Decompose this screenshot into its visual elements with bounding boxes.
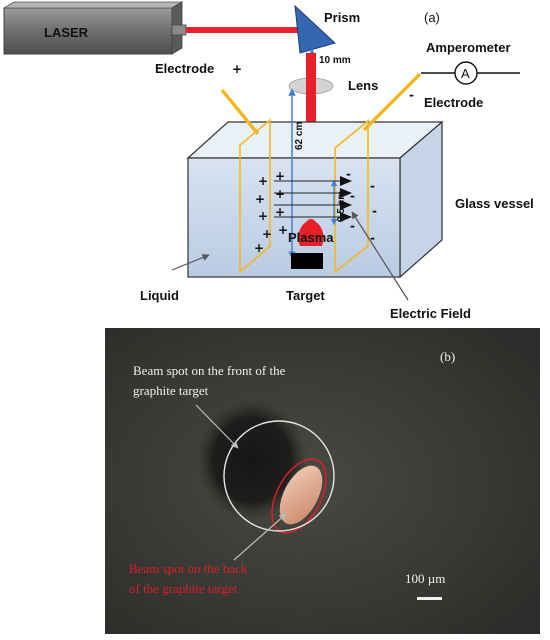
plus-charges: + + + + + + + + + bbox=[254, 169, 288, 255]
electrode-left-label: Electrode bbox=[155, 61, 214, 76]
target-label: Target bbox=[286, 288, 325, 303]
laser: LASER bbox=[2, 1, 187, 55]
plus-charge: + bbox=[258, 209, 268, 223]
panel-b-photo: (b) Beam spot on the front of the graphi… bbox=[105, 328, 540, 634]
glass-vessel-label: Glass vessel bbox=[455, 196, 534, 211]
ammeter-symbol: A bbox=[461, 66, 470, 81]
plus-charge: + bbox=[254, 241, 264, 255]
panel-b-label: (b) bbox=[440, 349, 455, 364]
lens-label: Lens bbox=[348, 78, 378, 93]
minus-charge: - bbox=[350, 189, 355, 203]
plus-charge: + bbox=[278, 223, 288, 237]
electrode-right-sign: - bbox=[409, 88, 414, 102]
minus-charge: - bbox=[350, 219, 355, 233]
laser-nozzle bbox=[171, 24, 187, 36]
micrograph-background bbox=[105, 328, 540, 634]
scale-bar-label: 100 µm bbox=[405, 571, 445, 586]
plus-charge: + bbox=[255, 192, 265, 206]
back-caption-pointer bbox=[233, 513, 287, 561]
dim-10mm-label: 10 mm bbox=[319, 55, 351, 66]
minus-charge: - bbox=[370, 231, 375, 245]
minus-charge: - bbox=[370, 179, 375, 193]
panel-a-diagram: LASER Prism (a) 10 mm Lens A Amperometer bbox=[2, 1, 534, 321]
front-caption-line2: graphite target bbox=[133, 383, 209, 398]
plus-charge: + bbox=[262, 227, 272, 241]
plasma-label: Plasma bbox=[288, 230, 334, 245]
dim-62cm-label: 62 cm bbox=[294, 122, 305, 150]
prism-label: Prism bbox=[324, 10, 360, 25]
laser-body bbox=[3, 7, 173, 55]
plasma bbox=[298, 219, 324, 246]
plus-charge: + bbox=[275, 187, 285, 201]
minus-charge: - bbox=[372, 204, 377, 218]
electrode-plate-left bbox=[239, 118, 271, 274]
plus-charge: + bbox=[258, 174, 268, 188]
amperometer-label: Amperometer bbox=[426, 40, 511, 55]
minus-charge: - bbox=[346, 167, 351, 181]
electrode-left-sign: + bbox=[232, 62, 242, 76]
back-spot-bright bbox=[279, 465, 323, 525]
electric-field-label: Electric Field bbox=[390, 306, 471, 321]
prism bbox=[294, 4, 336, 54]
front-caption-line1: Beam spot on the front of the bbox=[133, 363, 286, 378]
panel-a-label: (a) bbox=[424, 10, 440, 25]
front-spot-ring bbox=[223, 420, 335, 532]
horizontal-beam bbox=[186, 27, 308, 33]
field-pointer bbox=[351, 211, 409, 301]
front-caption-pointer bbox=[195, 404, 239, 449]
front-spot-dark-area bbox=[197, 400, 307, 520]
minus-charges: - - - - - - bbox=[346, 167, 377, 245]
electrode-rod-left bbox=[220, 88, 260, 136]
back-caption-line1: Beam spot on the back bbox=[129, 561, 248, 576]
laser-label: LASER bbox=[44, 25, 89, 40]
field-lines bbox=[274, 176, 352, 222]
back-caption-line2: of the graphite target bbox=[129, 581, 238, 596]
laser-top-face bbox=[2, 1, 184, 9]
target bbox=[291, 253, 323, 269]
liquid-pointer bbox=[171, 254, 210, 271]
plus-charge: + bbox=[275, 169, 285, 183]
electrode-right-label: Electrode bbox=[424, 95, 483, 110]
scale-bar bbox=[417, 597, 442, 600]
electrode-plate-right bbox=[334, 119, 369, 274]
plus-charge: + bbox=[275, 205, 285, 219]
liquid-label: Liquid bbox=[140, 288, 179, 303]
electrode-rod-right bbox=[362, 72, 422, 132]
vessel-top-face bbox=[186, 121, 444, 159]
